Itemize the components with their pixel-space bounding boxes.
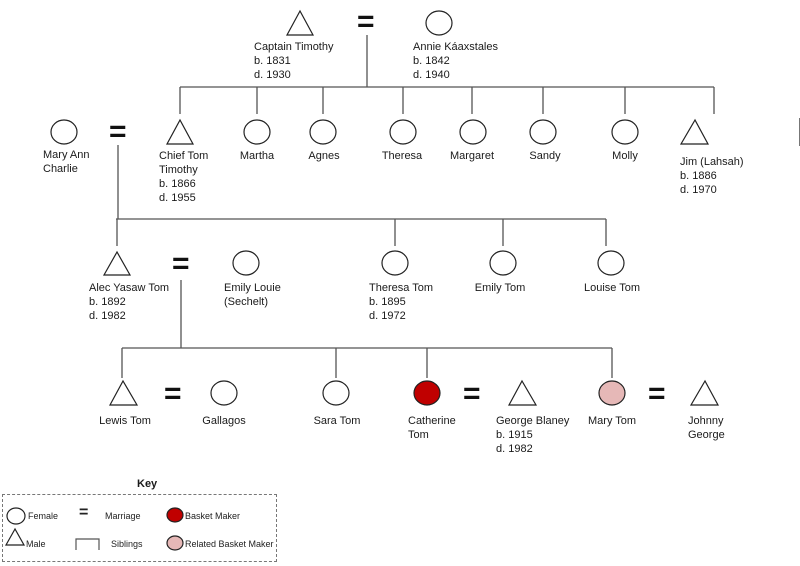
- emily-tom-circle-icon: [489, 250, 517, 276]
- george-blaney-triangle-icon: [507, 379, 538, 406]
- birth-year: b. 1915: [496, 429, 533, 441]
- margaret-circle-icon: [459, 119, 487, 145]
- agnes-label: Agnes: [308, 150, 340, 162]
- annie-circle-icon: [425, 10, 453, 36]
- name: Jim (Lahsah): [680, 156, 744, 168]
- marriage-symbol-lewis-gallagos: =: [164, 377, 182, 410]
- key-related-basket-maker-label: Related Basket Maker: [185, 539, 274, 549]
- annie-label: Annie Káaxstales b. 1842 d. 1940: [413, 40, 498, 82]
- johnny-george-triangle-icon: [689, 379, 720, 406]
- theresa-tom-circle-icon: [381, 250, 409, 276]
- chief-tom-triangle-icon: [165, 118, 195, 145]
- birth-year: b. 1866: [159, 178, 196, 190]
- sandy-label: Sandy: [529, 150, 561, 162]
- louise-tom-circle-icon: [597, 250, 625, 276]
- death-year: d. 1930: [254, 69, 291, 81]
- name-line-1: Johnny: [688, 415, 724, 427]
- death-year: d. 1982: [89, 310, 126, 322]
- key-legend-box: [2, 494, 277, 562]
- key-female-label: Female: [28, 511, 59, 521]
- martha-label: Martha: [239, 150, 275, 162]
- birth-year: b. 1842: [413, 55, 450, 67]
- birth-year: b. 1886: [680, 170, 717, 182]
- lewis-tom-triangle-icon: [108, 379, 139, 406]
- agnes-circle-icon: [309, 119, 337, 145]
- name-line-1: Mary Ann: [43, 149, 90, 161]
- mary-tom-related-basket-maker-circle-icon: [598, 380, 626, 406]
- louise-tom-label: Louise Tom: [583, 282, 641, 294]
- theresa-circle-icon: [389, 119, 417, 145]
- key-male-triangle-icon: [4, 527, 26, 546]
- birth-year: b. 1892: [89, 296, 126, 308]
- molly-circle-icon: [611, 119, 639, 145]
- catherine-tom-basket-maker-circle-icon: [413, 380, 441, 406]
- name-line-1: Chief Tom: [159, 150, 209, 162]
- death-year: d. 1982: [496, 443, 533, 455]
- marriage-symbol-catherine-george: =: [463, 377, 481, 410]
- sara-tom-label: Sara Tom: [313, 415, 361, 427]
- name-line-1: Catherine: [408, 415, 456, 427]
- captain-timothy-triangle-icon: [285, 9, 315, 36]
- name: Alec Yasaw Tom: [89, 282, 170, 294]
- sara-tom-circle-icon: [322, 380, 350, 406]
- name: George Blaney: [496, 415, 570, 427]
- george-blaney-label: George Blaney b. 1915 d. 1982: [496, 414, 569, 456]
- key-related-basket-maker-circle-icon: [166, 535, 184, 551]
- connector-lines: [116, 35, 715, 378]
- mary-ann-charlie-circle-icon: [50, 119, 78, 145]
- mary-ann-charlie-label: Mary Ann Charlie: [43, 148, 89, 176]
- key-siblings-label: Siblings: [111, 539, 143, 549]
- marriage-symbol-mary-johnny: =: [648, 377, 666, 410]
- captain-timothy-label: Captain Timothy b. 1831 d. 1930: [254, 40, 333, 82]
- theresa-label: Theresa: [381, 150, 423, 162]
- alec-triangle-icon: [102, 250, 132, 276]
- emily-tom-label: Emily Tom: [474, 282, 526, 294]
- key-title: Key: [137, 478, 158, 490]
- death-year: d. 1955: [159, 192, 196, 204]
- gallagos-label: Gallagos: [202, 415, 246, 427]
- marriage-symbol-gen3: =: [172, 247, 190, 280]
- johnny-george-label: Johnny George: [688, 414, 725, 442]
- chief-tom-label: Chief Tom Timothy b. 1866 d. 1955: [159, 149, 208, 205]
- emily-louie-circle-icon: [232, 250, 260, 276]
- name-line-2: Timothy: [159, 164, 198, 176]
- catherine-tom-label: Catherine Tom: [408, 414, 456, 442]
- emily-louie-label: Emily Louie (Sechelt): [224, 281, 281, 309]
- martha-circle-icon: [243, 119, 271, 145]
- name-line-2: George: [688, 429, 725, 441]
- lewis-tom-label: Lewis Tom: [99, 415, 151, 427]
- jim-triangle-icon: [679, 118, 710, 145]
- name: Captain Timothy: [254, 41, 334, 53]
- key-siblings-bracket-icon: [75, 538, 100, 550]
- birth-year: b. 1895: [369, 296, 406, 308]
- name-line-2: (Sechelt): [224, 296, 269, 308]
- birth-year: b. 1831: [254, 55, 291, 67]
- margaret-label: Margaret: [449, 150, 495, 162]
- death-year: d. 1970: [680, 184, 717, 196]
- marriage-symbol-gen2: =: [109, 115, 127, 148]
- key-female-circle-icon: [6, 507, 26, 525]
- marriage-symbol-gen1: =: [357, 5, 375, 38]
- alec-label: Alec Yasaw Tom b. 1892 d. 1982: [89, 281, 169, 323]
- name-line-2: Tom: [408, 429, 429, 441]
- name: Theresa Tom: [369, 282, 433, 294]
- name-line-2: Charlie: [43, 163, 78, 175]
- theresa-tom-label: Theresa Tom b. 1895 d. 1972: [369, 281, 433, 323]
- name: Annie Káaxstales: [413, 41, 498, 53]
- key-male-label: Male: [26, 539, 46, 549]
- key-basket-maker-label: Basket Maker: [185, 511, 241, 521]
- key-marriage-label: Marriage: [105, 511, 141, 521]
- molly-label: Molly: [612, 150, 638, 162]
- gallagos-circle-icon: [210, 380, 238, 406]
- key-marriage-equals-icon: =: [79, 504, 89, 521]
- mary-tom-label: Mary Tom: [588, 415, 637, 427]
- name-line-1: Emily Louie: [224, 282, 281, 294]
- sandy-circle-icon: [529, 119, 557, 145]
- jim-label: Jim (Lahsah) b. 1886 d. 1970: [680, 155, 744, 197]
- key-basket-maker-circle-icon: [166, 507, 184, 523]
- death-year: d. 1972: [369, 310, 406, 322]
- death-year: d. 1940: [413, 69, 450, 81]
